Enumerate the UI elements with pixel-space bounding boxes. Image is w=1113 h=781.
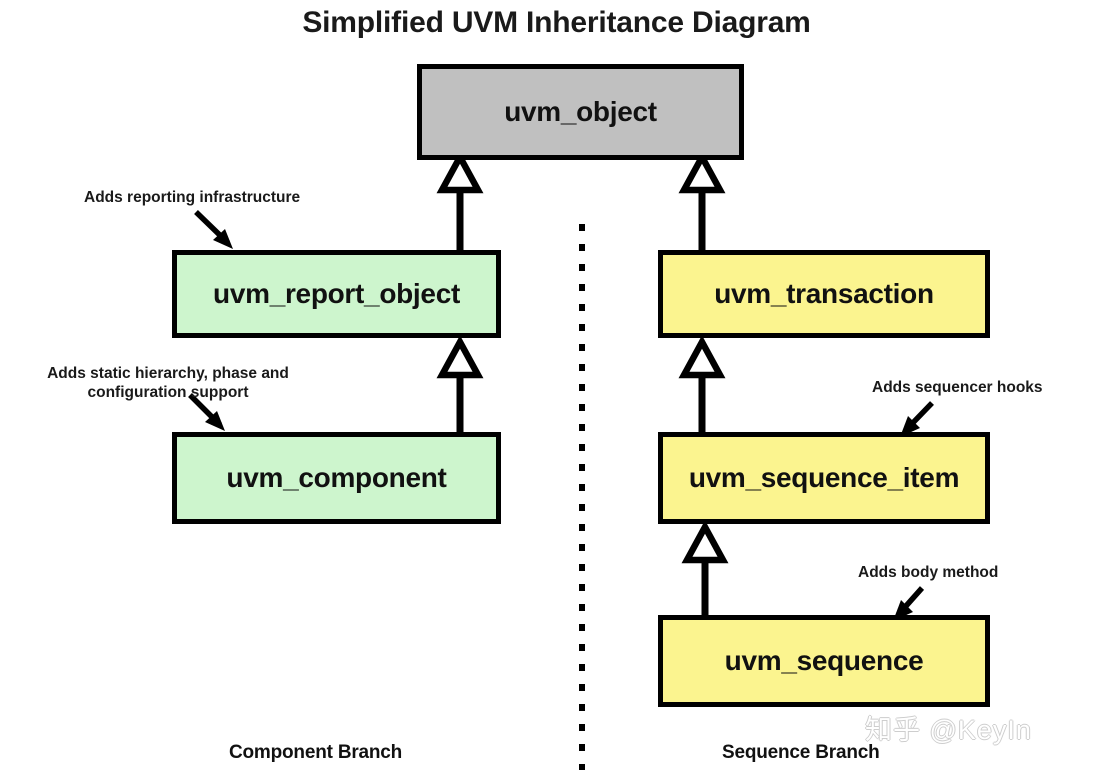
annotation-static-hierarchy: Adds static hierarchy, phase and configu… xyxy=(47,365,289,402)
edge-sequence-item-to-transaction xyxy=(678,335,726,432)
edge-transaction-to-object xyxy=(678,150,726,250)
edge-report-object-to-object xyxy=(436,150,484,250)
annotation-sequencer-hooks: Adds sequencer hooks xyxy=(872,379,1043,396)
label-component-branch: Component Branch xyxy=(229,742,403,763)
node-uvm-transaction[interactable]: uvm_transaction xyxy=(658,250,990,338)
node-uvm-report-object[interactable]: uvm_report_object xyxy=(172,250,501,338)
page-title: Simplified UVM Inheritance Diagram xyxy=(302,6,811,39)
edge-sequence-to-sequence-item xyxy=(681,520,729,615)
annotation-reporting-infrastructure: Adds reporting infrastructure xyxy=(84,189,301,206)
node-uvm-sequence-item[interactable]: uvm_sequence_item xyxy=(658,432,990,524)
label-sequence-branch: Sequence Branch xyxy=(722,742,880,763)
annotation-arrow-sequencer-hooks xyxy=(900,401,934,437)
node-uvm-object[interactable]: uvm_object xyxy=(417,64,744,160)
node-uvm-sequence[interactable]: uvm_sequence xyxy=(658,615,990,707)
annotation-arrow-static-hierarchy xyxy=(188,393,225,431)
edge-component-to-report-object xyxy=(436,335,484,432)
node-uvm-component[interactable]: uvm_component xyxy=(172,432,501,524)
annotation-arrow-reporting xyxy=(194,210,233,249)
annotation-body-method: Adds body method xyxy=(858,564,999,581)
